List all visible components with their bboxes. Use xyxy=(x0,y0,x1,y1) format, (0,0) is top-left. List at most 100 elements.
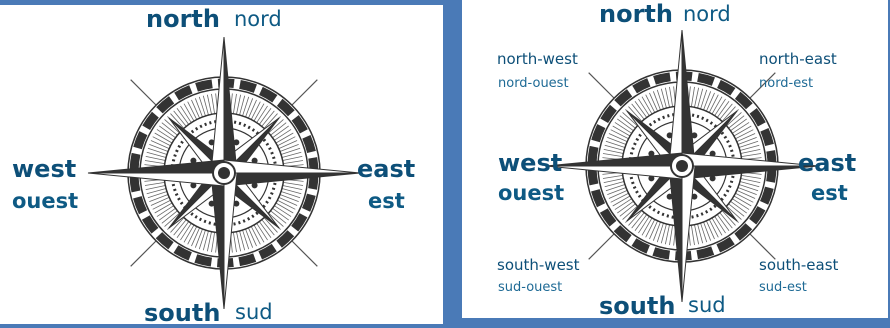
tick-mark xyxy=(145,160,165,163)
east-label: east xyxy=(798,151,856,175)
east-label-fr: est xyxy=(368,191,405,212)
tick-mark xyxy=(653,91,660,110)
tick-mark xyxy=(283,185,303,189)
tick-mark xyxy=(706,221,714,239)
tick-mark xyxy=(246,98,253,117)
tick-mark xyxy=(694,88,698,108)
tick-mark xyxy=(145,182,165,185)
diagonal-line xyxy=(292,80,317,105)
tick-mark xyxy=(280,144,299,151)
tick-mark xyxy=(646,95,655,113)
tick-mark xyxy=(248,228,256,246)
tick-mark xyxy=(607,188,626,195)
diagonal-line xyxy=(589,73,614,98)
north-east-label-fr: nord-est xyxy=(759,77,813,90)
tick-mark xyxy=(735,130,753,139)
tick-mark xyxy=(195,98,202,117)
tick-mark xyxy=(665,225,669,245)
tick-mark xyxy=(149,144,168,151)
tick-mark xyxy=(153,137,171,146)
north-west-label: north-west xyxy=(497,52,578,67)
tick-mark xyxy=(280,195,299,202)
tick-mark xyxy=(251,226,260,244)
tick-mark xyxy=(195,229,202,248)
tick-mark xyxy=(603,175,623,178)
tick-mark xyxy=(151,140,169,148)
east-label: east xyxy=(357,157,415,181)
tick-mark xyxy=(283,160,303,163)
tick-mark xyxy=(669,87,672,107)
tick-mark xyxy=(709,95,718,113)
tick-mark xyxy=(603,153,623,156)
tick-mark xyxy=(665,88,669,108)
tick-mark xyxy=(741,178,761,182)
north-label-fr: nord xyxy=(683,4,731,25)
tick-mark xyxy=(611,193,629,202)
tick-mark xyxy=(646,219,655,237)
tick-mark xyxy=(211,94,214,114)
tick-mark xyxy=(609,190,627,198)
tick-mark xyxy=(669,225,672,245)
tick-mark xyxy=(236,95,240,115)
tick-mark xyxy=(211,232,214,252)
north-east-label: north-east xyxy=(759,52,837,67)
tick-mark xyxy=(283,182,303,185)
south-label: south xyxy=(144,301,220,324)
tick-mark xyxy=(737,190,755,198)
tick-mark xyxy=(207,95,211,115)
west-label-fr: ouest xyxy=(498,183,564,204)
tick-mark xyxy=(738,188,757,195)
tick-mark xyxy=(741,149,761,153)
tick-mark xyxy=(191,100,199,118)
tick-mark xyxy=(737,133,755,141)
tick-mark xyxy=(609,133,627,141)
compass-panel-intercardinal: north nord north-west nord-ouest north-e… xyxy=(462,0,888,318)
east-label-fr: est xyxy=(811,183,848,204)
south-east-label: south-east xyxy=(759,258,838,273)
tick-mark xyxy=(188,226,197,244)
diagonal-line xyxy=(589,234,614,259)
tick-mark xyxy=(694,225,698,245)
tick-mark xyxy=(604,149,624,153)
south-east-label-fr: sud-est xyxy=(759,281,807,294)
diagonal-line xyxy=(131,241,156,266)
tick-mark xyxy=(191,228,199,246)
tick-mark xyxy=(277,137,295,146)
tick-mark xyxy=(738,137,757,144)
tick-mark xyxy=(649,93,657,111)
tick-mark xyxy=(706,93,714,111)
south-label: south xyxy=(599,294,675,318)
tick-mark xyxy=(741,153,761,156)
center-hub xyxy=(676,160,688,172)
tick-mark xyxy=(279,197,297,205)
tick-mark xyxy=(607,137,626,144)
compass-rose xyxy=(86,35,362,311)
tick-mark xyxy=(149,195,168,202)
tick-mark xyxy=(188,102,197,120)
tick-mark xyxy=(153,200,171,209)
tick-mark xyxy=(151,197,169,205)
north-label-fr: nord xyxy=(234,9,282,30)
west-label: west xyxy=(12,157,76,181)
tick-mark xyxy=(653,222,660,241)
tick-mark xyxy=(704,222,711,241)
north-label: north xyxy=(146,7,220,31)
tick-mark xyxy=(233,232,236,252)
tick-mark xyxy=(709,219,718,237)
tick-mark xyxy=(233,94,236,114)
tick-mark xyxy=(604,178,624,182)
tick-mark xyxy=(236,232,240,252)
tick-mark xyxy=(741,175,761,178)
tick-mark xyxy=(704,91,711,110)
south-west-label-fr: sud-ouest xyxy=(498,281,562,294)
tick-mark xyxy=(611,130,629,139)
west-label: west xyxy=(498,151,562,175)
tick-mark xyxy=(691,87,694,107)
tick-mark xyxy=(146,156,166,160)
tick-mark xyxy=(248,100,256,118)
tick-mark xyxy=(279,140,297,148)
south-label-fr: sud xyxy=(235,302,273,323)
tick-mark xyxy=(251,102,260,120)
tick-mark xyxy=(691,225,694,245)
south-west-label: south-west xyxy=(497,258,580,273)
